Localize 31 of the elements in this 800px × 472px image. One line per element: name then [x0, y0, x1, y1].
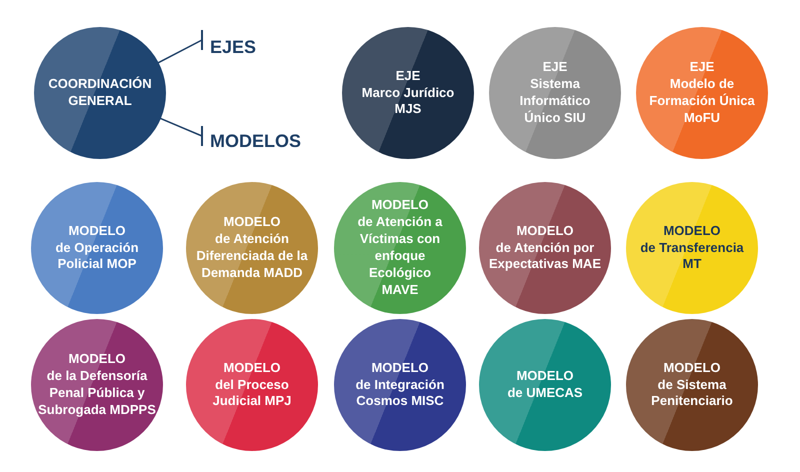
circle-heading: EJE	[542, 59, 568, 76]
circle-text: Sistema Informático Único SIU	[518, 76, 592, 127]
connector-line	[158, 116, 203, 147]
circle-text: COORDINACIÓN GENERAL	[47, 76, 153, 110]
circle-heading: MODELO	[68, 351, 126, 368]
circle-heading: MODELO	[68, 222, 126, 240]
circle-heading: MODELO	[516, 222, 574, 240]
circle-heading: MODELO	[223, 214, 281, 232]
branch-label: EJES	[210, 37, 256, 58]
connector-line	[156, 29, 203, 64]
circle-text: de Atención por Expectativas MAE	[488, 240, 602, 274]
circle-text: de Integración Cosmos MISC	[354, 376, 446, 410]
circle-heading: MODELO	[371, 360, 429, 377]
circle-text: de la Defensoría Penal Pública y Subrogada MDPPS	[37, 368, 157, 419]
circle-heading: MODELO	[371, 197, 429, 214]
circle-text: de Sistema Penitenciario	[650, 376, 734, 410]
circle-heading: MODELO	[663, 360, 721, 377]
circle-text: de Atención Diferenciada de la Demanda MADD	[195, 231, 309, 282]
circle-text: del Proceso Judicial MPJ	[212, 376, 292, 410]
circle-text: de UMECAS	[507, 385, 583, 402]
circle-heading: MODELO	[223, 360, 281, 377]
circle-heading: MODELO	[516, 368, 574, 385]
branch-label: MODELOS	[210, 131, 302, 152]
circle-text: de Transferencia MT	[639, 240, 745, 274]
circle-text: de Atención a Víctimas con enfoque Ecológico MAVE	[356, 214, 444, 299]
circle-text: Modelo de Formación Única MoFU	[648, 76, 756, 127]
circle-heading: MODELO	[663, 222, 721, 240]
circle-text: de Operación Policial MOP	[54, 240, 140, 274]
circle-heading: EJE	[396, 68, 420, 85]
circle-text: Marco Jurídico MJS	[360, 84, 456, 118]
circle-heading: EJE	[690, 59, 714, 76]
